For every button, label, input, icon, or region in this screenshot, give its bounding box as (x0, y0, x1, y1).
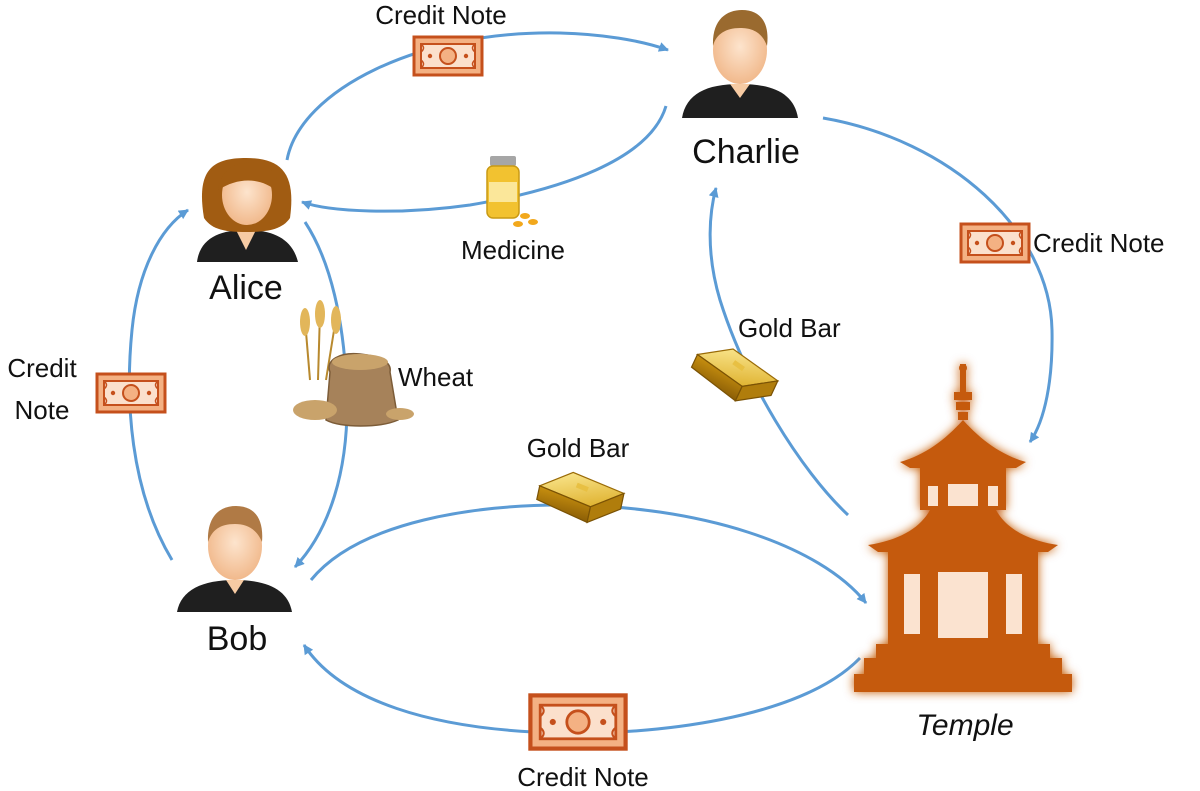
flow-item-bob-to-temple: Gold Bar (527, 433, 630, 530)
arrow-alice-to-charlie (285, 31, 669, 161)
gold-bar-icon (685, 335, 783, 415)
banknote-icon (530, 695, 625, 748)
flow-label-alice-to-charlie: Credit Note (375, 0, 507, 30)
actor-alice: Alice (197, 158, 298, 307)
flow-label-charlie-to-alice: Medicine (461, 235, 565, 265)
flow-label-temple-to-charlie: Gold Bar (738, 313, 841, 343)
flow-label-alice-to-bob: Wheat (398, 362, 474, 392)
flow-label-bob-to-alice-line1: Credit (7, 353, 77, 383)
actor-temple: Temple (854, 364, 1072, 742)
man-avatar-icon (682, 10, 798, 118)
temple-windows (904, 484, 1022, 638)
flow-item-alice-to-charlie: Credit Note (375, 0, 507, 77)
flow-item-temple-to-bob: Credit Note (517, 695, 649, 791)
actor-name-bob: Bob (207, 620, 268, 658)
flow-item-alice-to-bob: Wheat (293, 300, 474, 427)
flow-item-temple-to-charlie: Gold Bar (685, 313, 841, 415)
woman-avatar-icon (197, 158, 298, 262)
gold-bar-icon (533, 465, 627, 530)
banknote-icon (412, 35, 484, 77)
banknote-icon (959, 222, 1031, 264)
pagoda-temple-icon (854, 364, 1072, 692)
flow-label-bob-to-temple: Gold Bar (527, 433, 630, 463)
medicine-bottle-icon (486, 156, 538, 227)
flow-item-charlie-to-alice: Medicine (461, 156, 565, 265)
actor-charlie: Charlie (682, 10, 800, 171)
flow-item-charlie-to-temple: Credit Note (959, 222, 1165, 264)
flow-item-bob-to-alice: Credit Note (7, 353, 167, 425)
actor-name-temple: Temple (916, 709, 1013, 742)
arrow-charlie-to-alice (301, 105, 668, 213)
wheat-sack-icon (293, 300, 414, 427)
arrow-bob-to-alice (127, 208, 189, 561)
banknote-icon (95, 372, 167, 414)
flow-label-temple-to-bob: Credit Note (517, 762, 649, 791)
actor-bob: Bob (177, 506, 292, 658)
actor-name-charlie: Charlie (692, 133, 800, 171)
flow-label-bob-to-alice-line2: Note (15, 395, 70, 425)
actor-name-alice: Alice (209, 269, 283, 307)
arrow-temple-to-charlie (708, 187, 850, 517)
flow-label-charlie-to-temple: Credit Note (1033, 228, 1165, 258)
arrow-charlie-to-temple (822, 116, 1054, 443)
man-avatar-icon (177, 506, 292, 612)
